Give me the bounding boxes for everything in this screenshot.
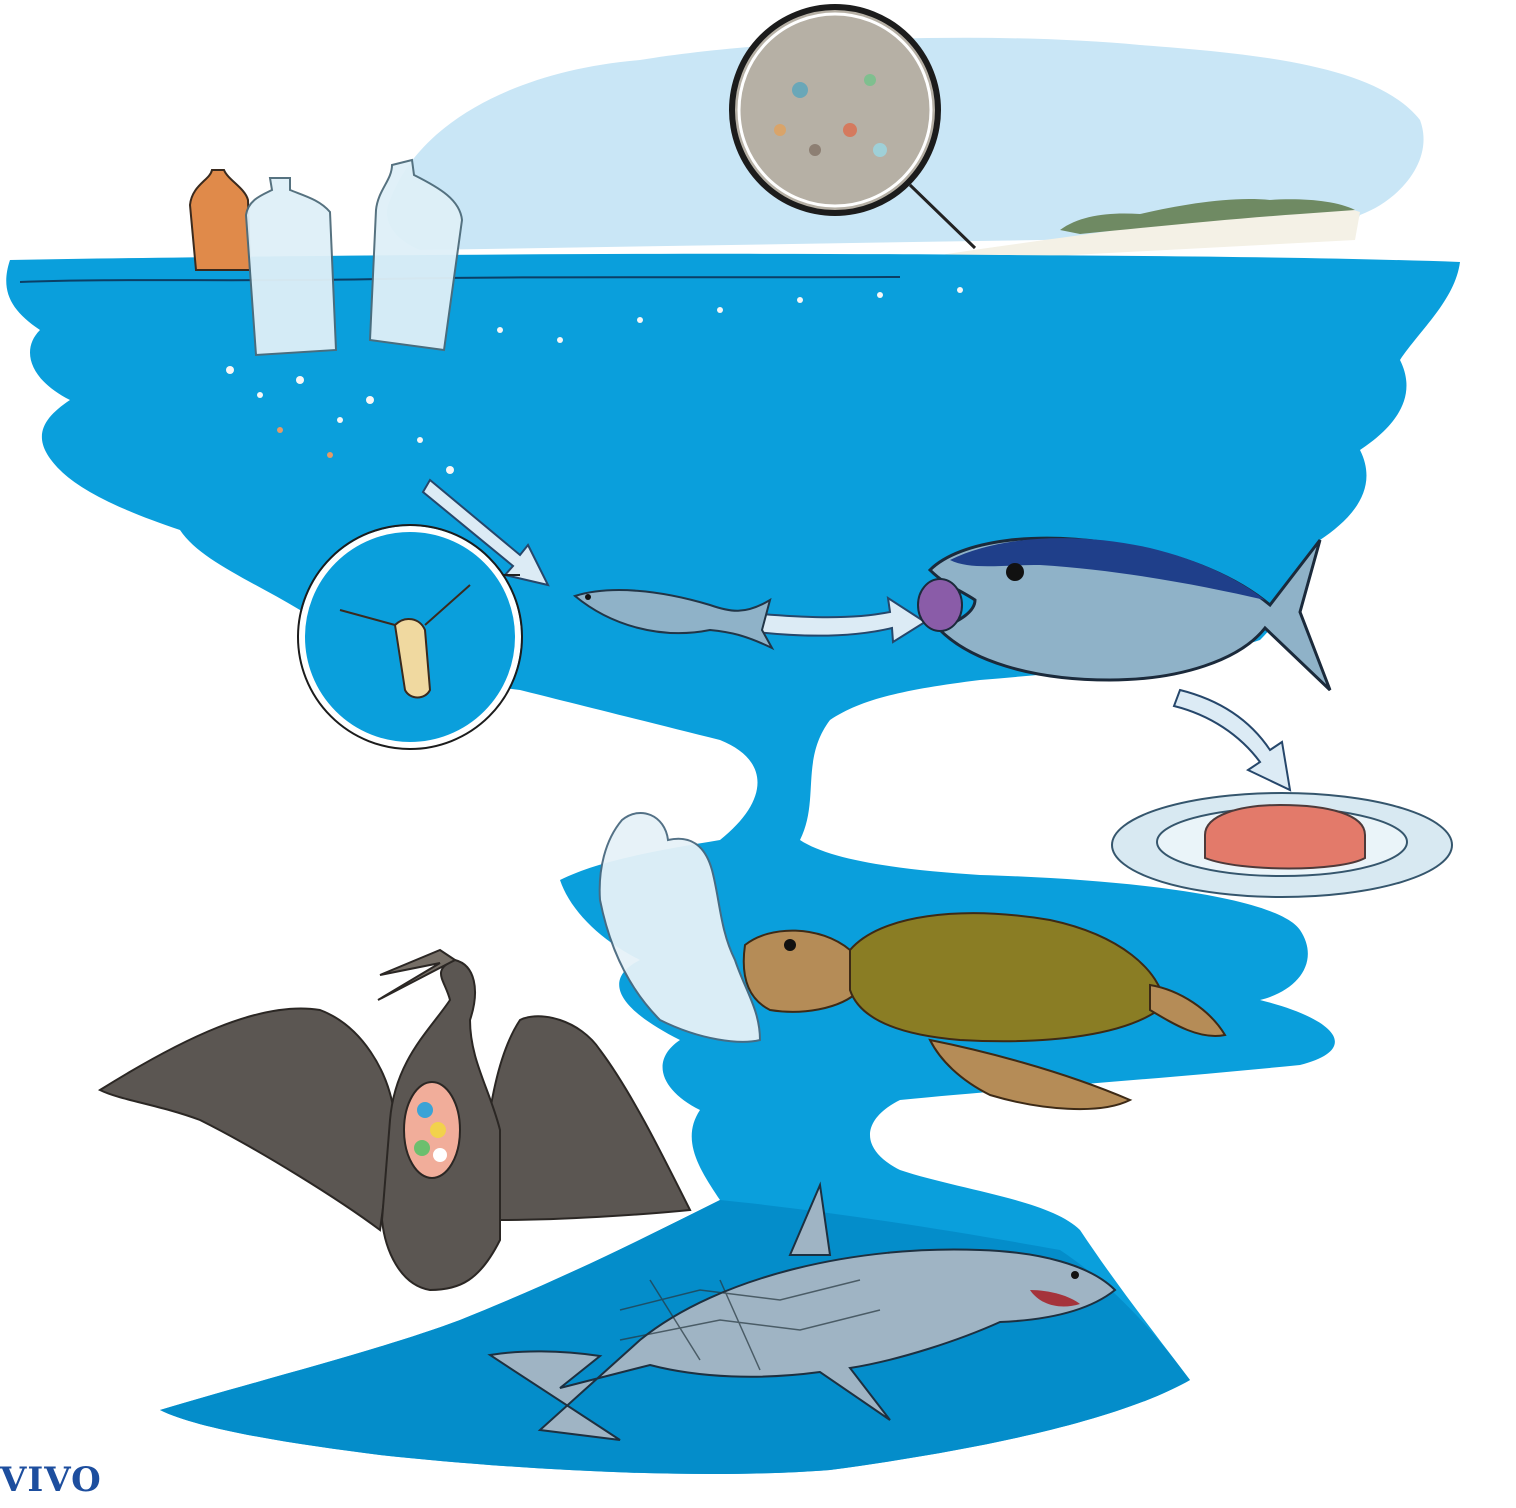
zooplankton-icon [298, 525, 522, 749]
cormorant-icon [100, 950, 690, 1290]
fish-steak-plate-icon [1112, 793, 1452, 897]
brand-logo-text: VIVO [0, 1460, 102, 1500]
